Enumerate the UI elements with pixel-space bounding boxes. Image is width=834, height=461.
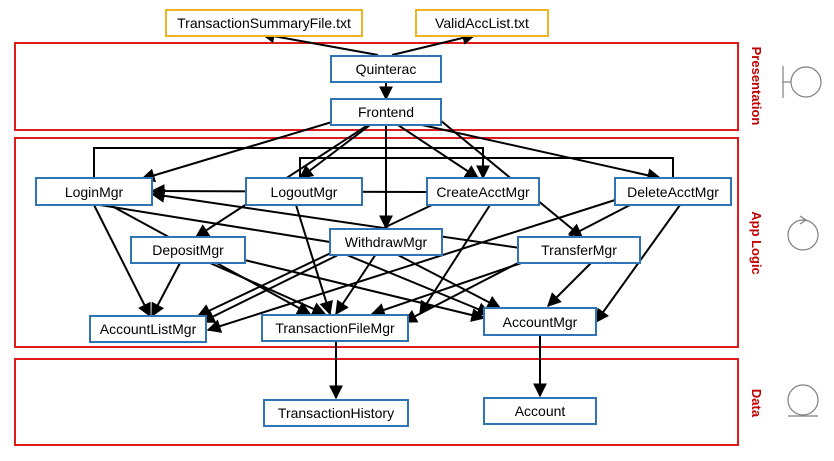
edge-quinterac-to-transaction-summary-file bbox=[260, 29, 379, 56]
data-layer-label: Data bbox=[749, 389, 764, 418]
component-account-mgr: AccountMgr bbox=[483, 307, 597, 336]
component-quinterac: Quinterac bbox=[330, 55, 442, 83]
data-layer bbox=[14, 358, 739, 446]
edge-deposit-to-accountlist bbox=[151, 262, 181, 318]
deposit-mgr-label: DepositMgr bbox=[152, 242, 224, 258]
edge-transfer-to-transactionfile bbox=[370, 259, 531, 317]
edge-deposit-to-accountmgr bbox=[227, 255, 486, 322]
edge-transfer-to-accountmgr bbox=[547, 261, 593, 307]
create-acct-mgr-label: CreateAcctMgr bbox=[436, 184, 530, 200]
edge-logout-to-transactionfile bbox=[295, 204, 333, 316]
edge-transfer-to-login bbox=[150, 188, 521, 249]
edge-create-to-accountlist bbox=[196, 204, 433, 317]
frontend-label: Frontend bbox=[358, 104, 414, 120]
component-withdraw-mgr: WithdrawMgr bbox=[329, 228, 443, 256]
account-mgr-label: AccountMgr bbox=[503, 314, 578, 330]
edge-frontend-to-logout bbox=[298, 124, 371, 179]
delete-acct-mgr-label: DeleteAcctMgr bbox=[627, 184, 719, 200]
edge-delete-to-accountlist bbox=[206, 199, 616, 333]
component-transfer-mgr: TransferMgr bbox=[517, 236, 641, 264]
component-account: Account bbox=[483, 397, 597, 425]
app-logic-layer-label: App Logic bbox=[749, 211, 764, 275]
transaction-history-label: TransactionHistory bbox=[278, 405, 394, 421]
edge-login-to-accountlist bbox=[93, 204, 151, 318]
file-node-transaction-summary: TransactionSummaryFile.txt bbox=[165, 9, 363, 37]
transfer-mgr-label: TransferMgr bbox=[541, 242, 617, 258]
valid-acc-list-label: ValidAccList.txt bbox=[435, 15, 529, 31]
transaction-file-mgr-label: TransactionFileMgr bbox=[275, 320, 395, 336]
component-deposit-mgr: DepositMgr bbox=[130, 236, 246, 264]
component-frontend: Frontend bbox=[330, 98, 442, 126]
component-transaction-history: TransactionHistory bbox=[263, 399, 409, 427]
edge-frontend-to-create bbox=[397, 124, 480, 179]
component-create-acct-mgr: CreateAcctMgr bbox=[426, 177, 540, 206]
quinterac-label: Quinterac bbox=[356, 61, 417, 77]
logout-mgr-label: LogoutMgr bbox=[271, 184, 338, 200]
account-label: Account bbox=[515, 403, 566, 419]
edge-create-to-transactionfile bbox=[419, 204, 491, 316]
app-logic-layer bbox=[14, 137, 739, 348]
edge-withdraw-to-accountlist bbox=[200, 253, 341, 323]
account-list-mgr-label: AccountListMgr bbox=[100, 321, 197, 337]
control-icon bbox=[787, 215, 819, 251]
edge-frontend-to-login bbox=[140, 121, 333, 183]
presentation-layer bbox=[14, 42, 739, 131]
component-logout-mgr: LogoutMgr bbox=[245, 177, 363, 206]
edge-login-to-withdraw bbox=[99, 204, 331, 243]
edge-withdraw-to-accountmgr-2 bbox=[329, 247, 492, 316]
edge-frontend-to-delete bbox=[421, 124, 662, 183]
edge-bus-logout-delete bbox=[299, 157, 674, 178]
edge-quinterac-to-valid-acc-list bbox=[391, 31, 477, 56]
entity-icon bbox=[787, 384, 819, 417]
withdraw-mgr-label: WithdrawMgr bbox=[345, 234, 428, 250]
boundary-icon bbox=[782, 66, 822, 98]
transaction-summary-file-label: TransactionSummaryFile.txt bbox=[177, 15, 351, 31]
presentation-layer-label: Presentation bbox=[749, 47, 764, 126]
component-transaction-file-mgr: TransactionFileMgr bbox=[261, 314, 409, 342]
file-node-valid-acc-list: ValidAccList.txt bbox=[415, 9, 549, 37]
edge-bus-login bbox=[93, 147, 490, 180]
edges bbox=[93, 29, 681, 400]
edge-withdraw-to-accountmgr bbox=[395, 253, 502, 309]
component-account-list-mgr: AccountListMgr bbox=[89, 315, 207, 343]
component-login-mgr: LoginMgr bbox=[35, 177, 153, 206]
login-mgr-label: LoginMgr bbox=[65, 184, 124, 200]
component-delete-acct-mgr: DeleteAcctMgr bbox=[614, 177, 732, 206]
edge-deposit-to-transactionfile bbox=[209, 262, 327, 316]
